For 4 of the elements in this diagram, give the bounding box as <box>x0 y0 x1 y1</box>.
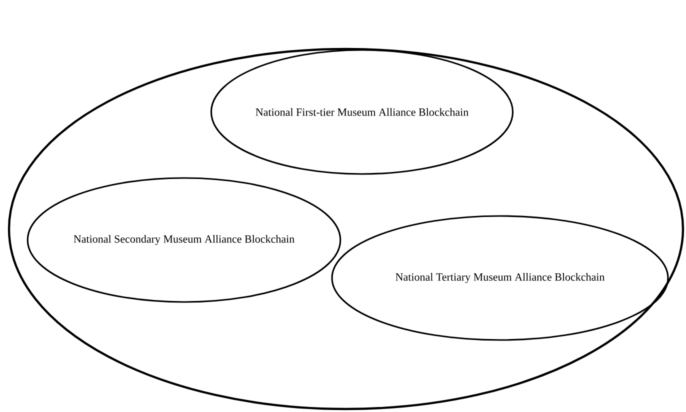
outer-ellipse <box>8 48 684 410</box>
ellipse-node: National Secondary Museum Alliance Blockchain <box>26 177 342 303</box>
ellipse-node: National Tertiary Museum Alliance Blockchain <box>331 215 669 341</box>
ellipse-node: National First-tier Museum Alliance Blockchain <box>210 49 514 175</box>
